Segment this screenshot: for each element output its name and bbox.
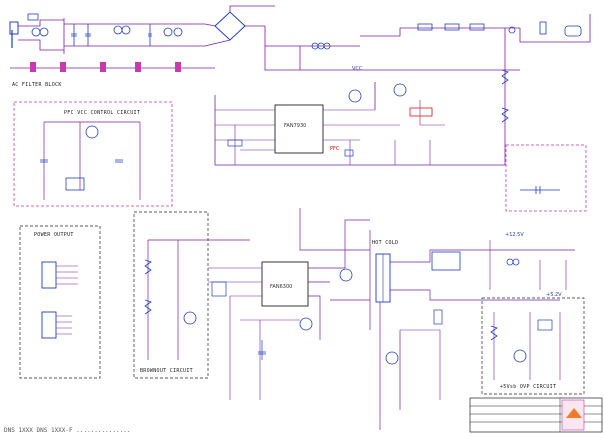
output-connector-1 [41,261,57,289]
hot-cold-label: HOT COLD [372,240,398,246]
standby-ovp-label: +5Vsb OVP CIRCUIT [500,384,556,390]
vcc-control-block: PFC VCC CONTROL CIRCUIT [13,101,173,207]
net-12v-label: +12.5V [505,232,524,238]
pfc-controller: FAN7930 VCC PFC [214,66,506,166]
pfc-net-label: PFC [330,146,340,152]
output-connector-2 [41,311,57,339]
pwm-controller: FAN6300 [208,208,370,400]
pfc-vcc-label: VCC [352,66,363,72]
footer-text: DNS 1XXX DNS 1XXX-F ............... [4,427,130,434]
standby-cap-block [505,144,587,212]
pwm-ic [261,261,309,307]
standby-ovp-block: +5Vsb OVP CIRCUIT [481,297,585,395]
brownout-label: BROWNOUT CIRCUIT [140,368,193,374]
ac-filter-label: AC FILTER BLOCK [12,82,62,88]
power-output-block: POWER OUTPUT [19,225,101,379]
power-output-label: POWER OUTPUT [34,232,74,238]
pwm-ic-label: FAN6300 [270,284,292,290]
vcc-control-label: PFC VCC CONTROL CIRCUIT [64,110,140,116]
pfc-ic [274,104,324,154]
ac-filter-section: AC FILTER BLOCK [9,5,360,88]
pfc-rail [264,14,591,140]
title-block [469,397,603,433]
brownout-block: BROWNOUT CIRCUIT [133,211,250,379]
pfc-ic-label: FAN7930 [284,123,306,129]
net-5v-label: +5.2V [546,292,562,298]
transformer-section: HOT COLD +12.5V +5.2V [330,230,575,430]
